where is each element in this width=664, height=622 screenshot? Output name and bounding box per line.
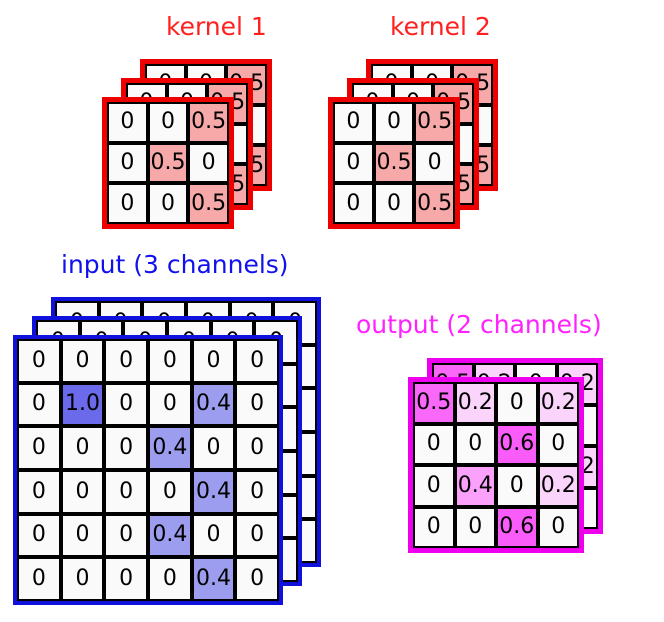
kernel2-cell: 0 bbox=[414, 142, 455, 184]
input-cell: 0.4 bbox=[148, 513, 192, 558]
kernel2-cell: 0 bbox=[333, 102, 374, 143]
kernel1-cell: 0 bbox=[147, 183, 189, 224]
input-cell: 0 bbox=[60, 513, 105, 558]
input-cell: 0 bbox=[104, 470, 148, 514]
kernel1-cell: 0.5 bbox=[147, 142, 189, 184]
input-cell: 0 bbox=[104, 382, 148, 427]
input-cell: 0 bbox=[235, 339, 279, 383]
input-cell: 0 bbox=[235, 470, 279, 514]
input-cell: 0 bbox=[235, 382, 279, 427]
input-cell: 0 bbox=[60, 557, 105, 601]
input-cell: 0 bbox=[17, 382, 61, 427]
input-cell: 0 bbox=[148, 470, 192, 514]
output-cell: 0 bbox=[537, 506, 579, 548]
kernel2-title: kernel 2 bbox=[390, 12, 491, 41]
output-cell: 0 bbox=[454, 506, 496, 548]
kernel1-cell: 0 bbox=[147, 102, 189, 143]
kernel1-cell: 0 bbox=[107, 142, 148, 184]
kernel1-cell: 0 bbox=[107, 183, 148, 224]
input-cell: 0 bbox=[235, 426, 279, 470]
kernel2-cell: 0.5 bbox=[414, 183, 455, 224]
output-cell: 0.6 bbox=[496, 506, 538, 548]
input-cell: 0 bbox=[17, 426, 61, 470]
kernel2-cell: 0 bbox=[333, 183, 374, 224]
output-cell: 0.2 bbox=[454, 382, 496, 424]
input-cell: 0 bbox=[104, 426, 148, 470]
output-cell: 0 bbox=[496, 382, 538, 424]
input-cell: 0.4 bbox=[148, 426, 192, 470]
kernel1-cell: 0.5 bbox=[188, 102, 229, 143]
kernel2-cell: 0 bbox=[333, 142, 374, 184]
input-cell: 0 bbox=[104, 339, 148, 383]
input-cell: 0.4 bbox=[191, 470, 236, 514]
input-cell: 0 bbox=[60, 470, 105, 514]
kernel1-cell: 0 bbox=[107, 102, 148, 143]
output-cell: 0.6 bbox=[496, 423, 538, 465]
input-cell: 0 bbox=[17, 470, 61, 514]
kernel1-cell: 0 bbox=[188, 142, 229, 184]
output-cell: 0.5 bbox=[413, 382, 455, 424]
output-cell: 0 bbox=[537, 423, 579, 465]
output-cell: 0 bbox=[496, 465, 538, 507]
input-cell: 0 bbox=[191, 339, 236, 383]
input-cell: 0 bbox=[104, 557, 148, 601]
input-cell: 0 bbox=[235, 513, 279, 558]
kernel2-cell: 0.5 bbox=[373, 142, 415, 184]
output-cell: 0 bbox=[413, 423, 455, 465]
kernel2-cell: 0.5 bbox=[414, 102, 455, 143]
input-cell: 0 bbox=[235, 557, 279, 601]
input-cell: 0 bbox=[60, 426, 105, 470]
output-title: output (2 channels) bbox=[356, 310, 602, 339]
input-cell: 0 bbox=[104, 513, 148, 558]
kernel2-cell: 0 bbox=[373, 183, 415, 224]
input-cell: 1.0 bbox=[60, 382, 105, 427]
output-cell: 0.4 bbox=[454, 465, 496, 507]
input-title: input (3 channels) bbox=[61, 250, 289, 279]
input-cell: 0 bbox=[60, 339, 105, 383]
input-cell: 0 bbox=[148, 339, 192, 383]
input-cell: 0.4 bbox=[191, 557, 236, 601]
output-cell: 0.2 bbox=[537, 382, 579, 424]
kernel2-cell: 0 bbox=[373, 102, 415, 143]
input-cell: 0 bbox=[17, 557, 61, 601]
input-cell: 0 bbox=[148, 557, 192, 601]
kernel1-cell: 0.5 bbox=[188, 183, 229, 224]
input-cell: 0.4 bbox=[191, 382, 236, 427]
input-cell: 0 bbox=[191, 426, 236, 470]
output-cell: 0 bbox=[413, 465, 455, 507]
input-cell: 0 bbox=[191, 513, 236, 558]
input-cell: 0 bbox=[17, 339, 61, 383]
input-cell: 0 bbox=[148, 382, 192, 427]
output-cell: 0.2 bbox=[537, 465, 579, 507]
output-cell: 0 bbox=[413, 506, 455, 548]
output-cell: 0 bbox=[454, 423, 496, 465]
kernel1-title: kernel 1 bbox=[166, 12, 267, 41]
input-cell: 0 bbox=[17, 513, 61, 558]
